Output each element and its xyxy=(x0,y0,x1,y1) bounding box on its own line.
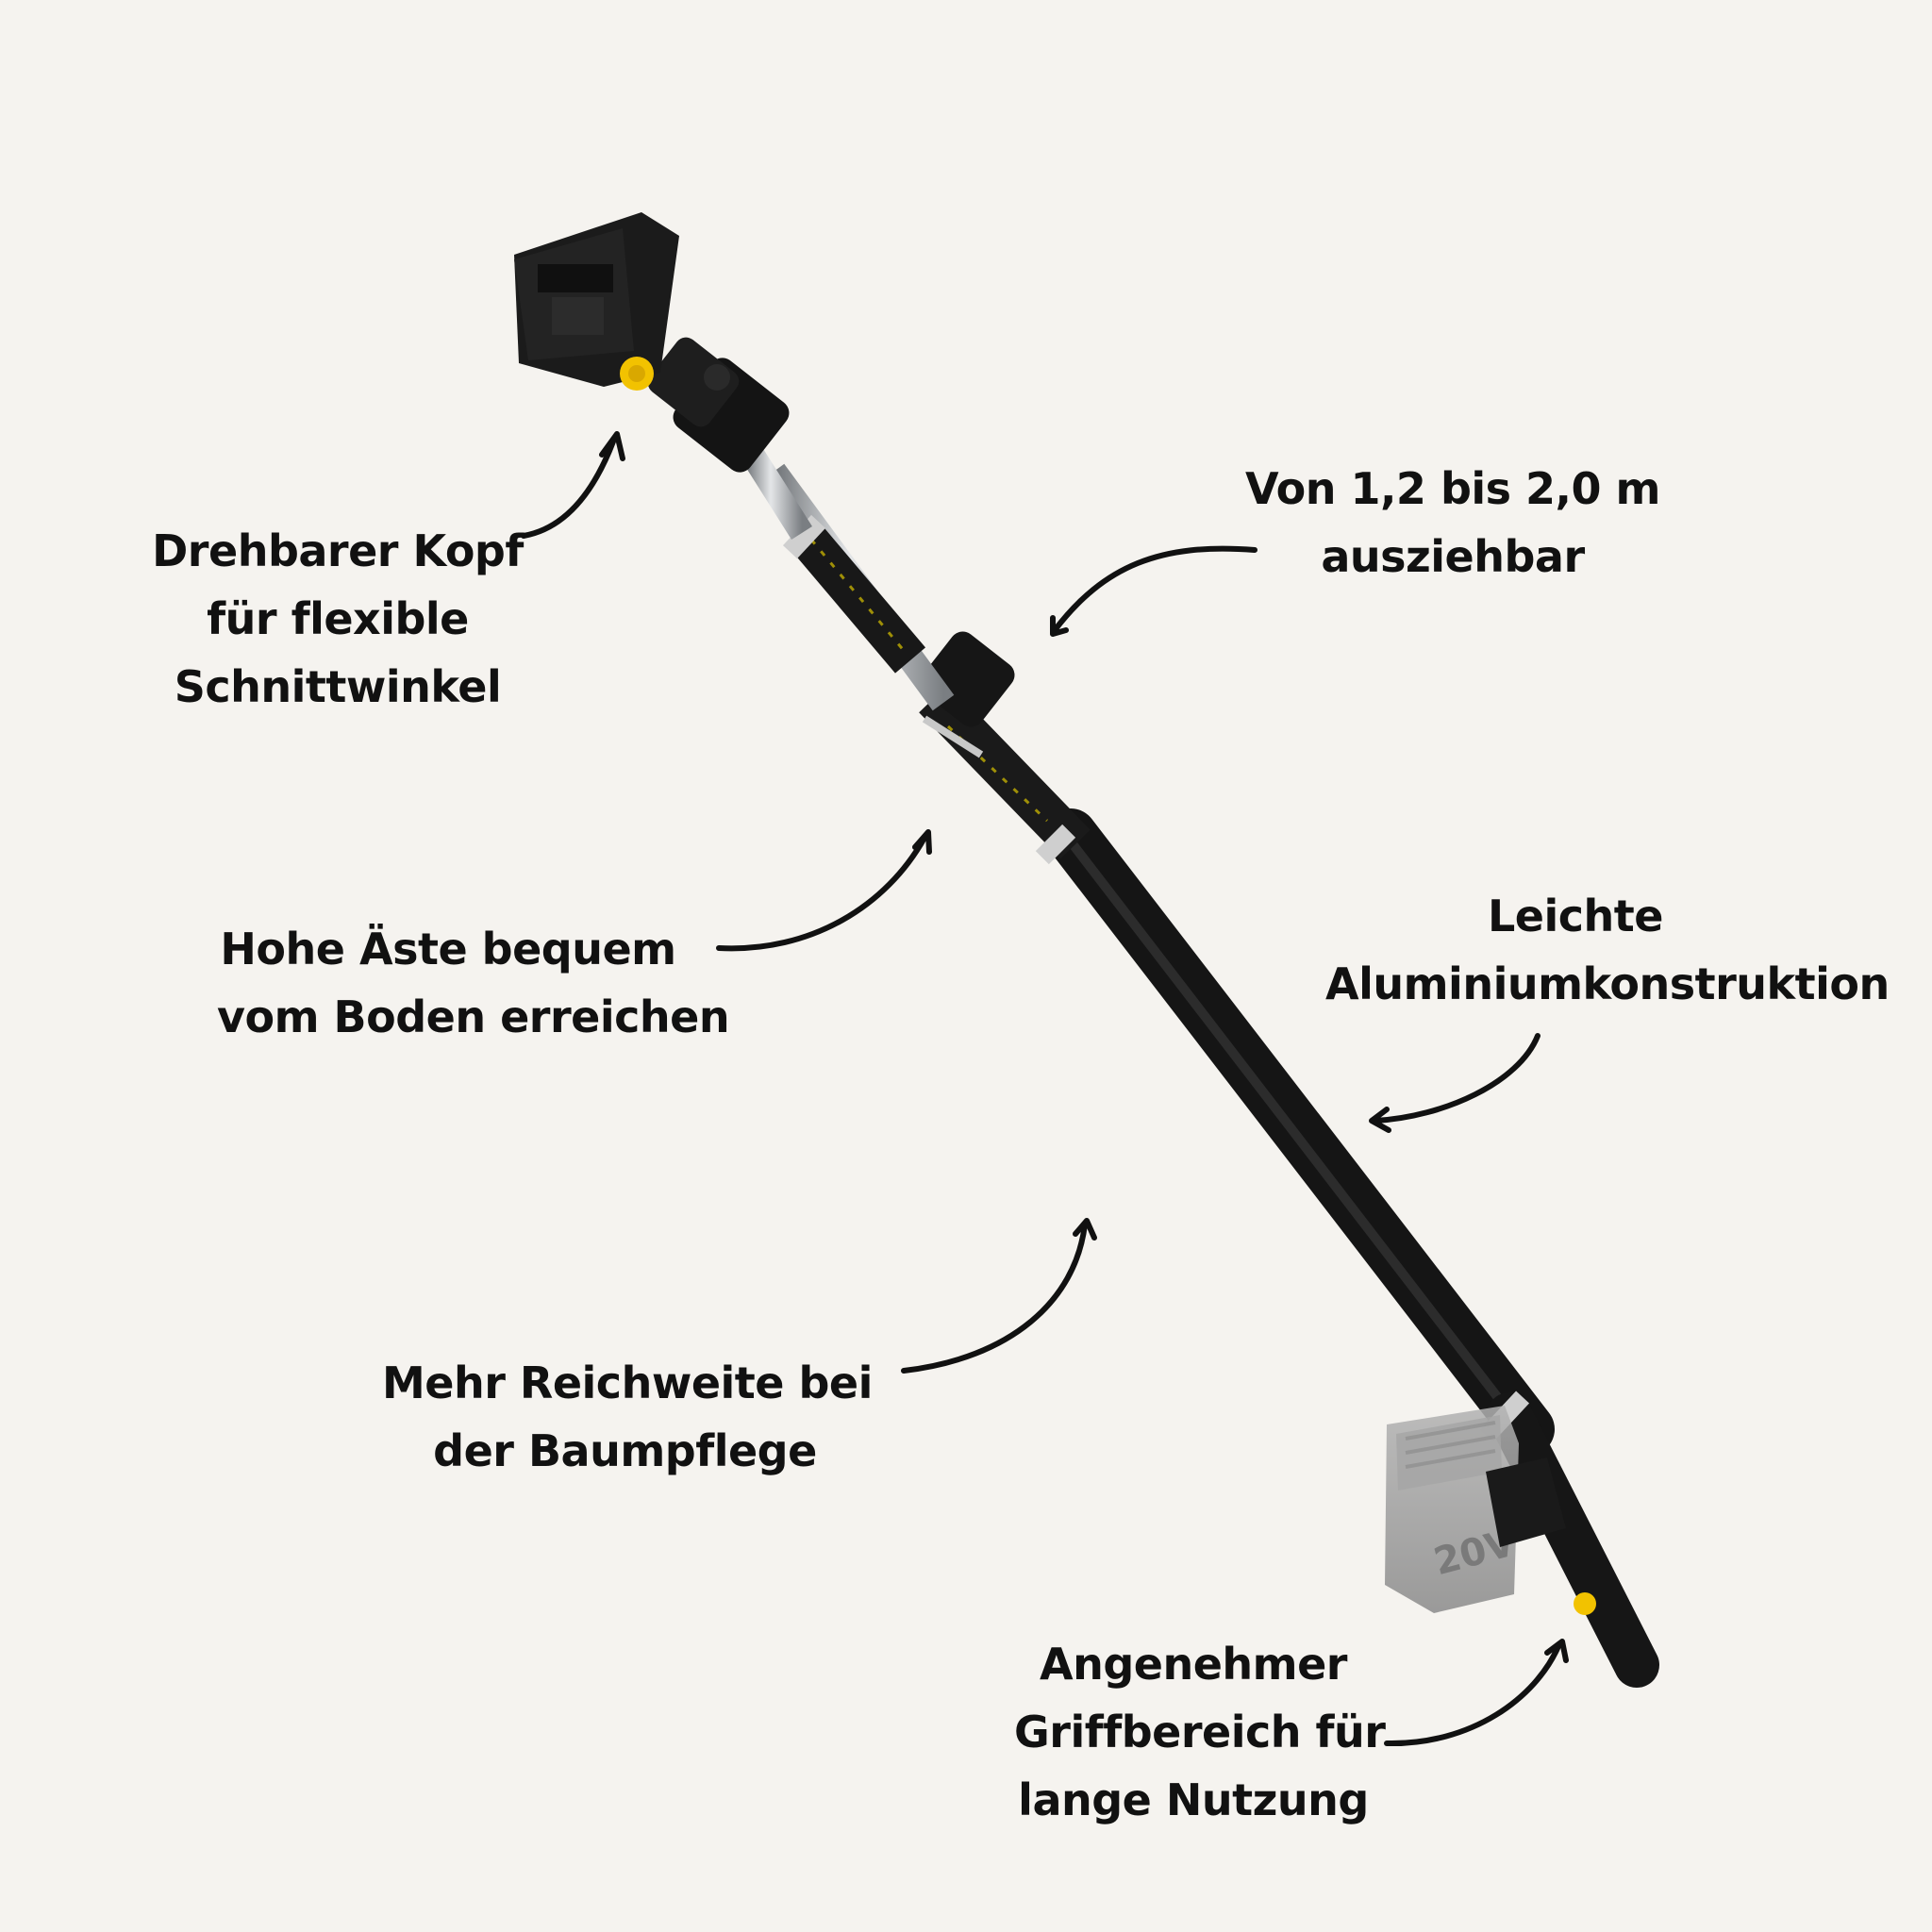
battery: 20V xyxy=(1385,1406,1566,1613)
callout-line: Mehr Reichweite bei xyxy=(382,1357,873,1408)
arrow-high-branches-icon xyxy=(716,829,932,952)
callout-comfortable-grip: Angenehmer Griffbereich für lange Nutzun… xyxy=(1014,1630,1386,1834)
arrow-head-icon xyxy=(521,431,625,539)
callout-light-aluminium: Leichte Aluminiumkonstruktion xyxy=(1325,882,1890,1018)
callout-line: Leichte xyxy=(1488,891,1663,941)
callout-line: ausziehbar xyxy=(1321,531,1585,582)
upper-clamp xyxy=(919,631,1015,758)
callout-line: Hohe Äste bequem xyxy=(220,924,676,974)
foam-tube xyxy=(1044,808,1555,1456)
callout-line: lange Nutzung xyxy=(1018,1774,1369,1825)
callout-line: Aluminiumkonstruktion xyxy=(1325,958,1890,1009)
arrow-reach-icon xyxy=(901,1218,1097,1374)
callout-rotating-head: Drehbarer Kopf für flexible Schnittwinke… xyxy=(140,517,536,721)
callout-line: für flexible xyxy=(207,593,469,644)
head-joint xyxy=(647,337,790,473)
callout-line: Drehbarer Kopf xyxy=(152,525,524,576)
head-mount xyxy=(514,212,679,391)
callout-line: Angenehmer xyxy=(1040,1639,1347,1690)
callout-line: der Baumpflege xyxy=(433,1425,817,1476)
callout-line: vom Boden erreichen xyxy=(217,991,730,1042)
arrow-extendable-icon xyxy=(1050,545,1257,637)
callout-more-reach: Mehr Reichweite bei der Baumpflege xyxy=(382,1349,873,1485)
callout-line: Schnittwinkel xyxy=(174,661,502,712)
middle-tube xyxy=(919,683,1091,865)
arrow-grip-icon xyxy=(1384,1639,1569,1747)
arrow-aluminium-icon xyxy=(1369,1033,1541,1133)
callout-high-branches: Hohe Äste bequem vom Boden erreichen xyxy=(217,915,730,1051)
callout-line: Von 1,2 bis 2,0 m xyxy=(1245,463,1660,514)
callout-extendable: Von 1,2 bis 2,0 m ausziehbar xyxy=(1245,455,1660,591)
callout-line: Griffbereich für xyxy=(1014,1707,1386,1757)
